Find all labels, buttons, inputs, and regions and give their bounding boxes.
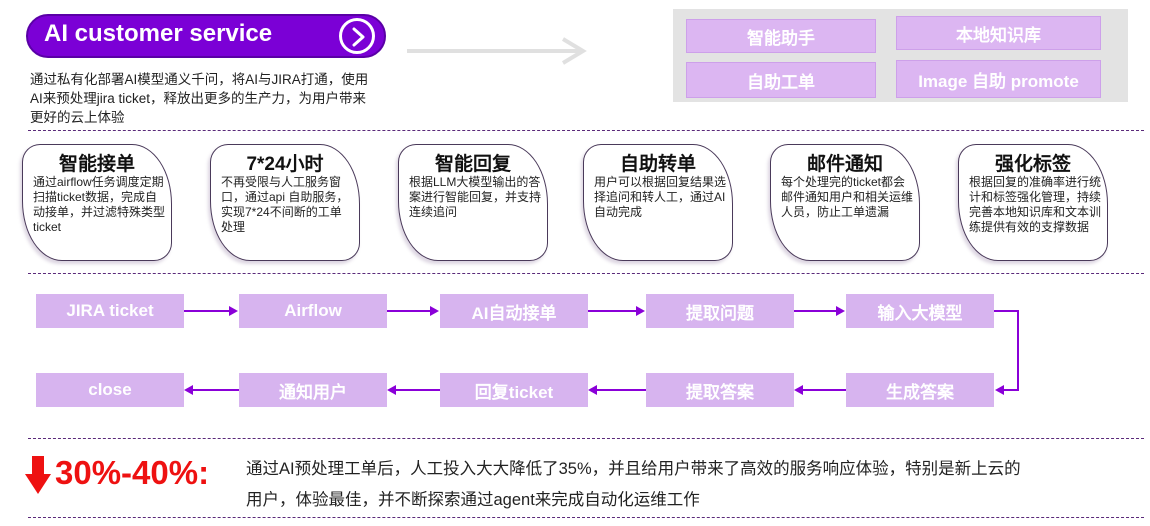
card-email-notify xyxy=(770,144,920,261)
divider xyxy=(28,273,1144,274)
divider xyxy=(28,517,1144,518)
feature-self-ticket-button[interactable]: 自助工单 xyxy=(686,62,876,98)
card-self-transfer xyxy=(583,144,733,261)
chevron-right-icon[interactable] xyxy=(339,18,375,54)
card-24-7 xyxy=(210,144,360,261)
card-desc: 根据回复的准确率进行统计和标签强化管理，持续完善本地知识库和文本训练提供有效的支… xyxy=(969,175,1102,234)
flow-step-extract-question: 提取问题 xyxy=(646,294,794,328)
card-title: 邮件通知 xyxy=(806,154,883,175)
page-title: AI customer service xyxy=(44,20,273,47)
arrow-down-icon xyxy=(25,456,51,494)
card-title: 智能接单 xyxy=(58,154,135,175)
reduction-stat: 30%-40%: xyxy=(55,454,210,491)
card-title: 7*24小时 xyxy=(246,154,324,175)
card-title: 自助转单 xyxy=(619,154,696,175)
card-desc: 每个处理完的ticket都会邮件通知用户和相关运维人员，防止工单遗漏 xyxy=(781,175,914,219)
flow-step-auto-intake: AI自动接单 xyxy=(440,294,588,328)
feature-knowledge-base-button[interactable]: 本地知识库 xyxy=(896,16,1101,50)
card-desc: 通过airflow任务调度定期扫描ticket数据，完成自动接单，并过滤特殊类型… xyxy=(33,175,166,234)
flow-step-notify-user: 通知用户 xyxy=(239,373,387,407)
card-desc: 不再受限与人工服务窗口，通过api 自助服务，实现7*24不间断的工单处理 xyxy=(221,175,349,234)
feature-assistant-button[interactable]: 智能助手 xyxy=(686,19,876,53)
flow-step-reply-ticket: 回复ticket xyxy=(440,373,588,407)
card-smart-reply xyxy=(398,144,548,261)
flow-step-generate-answer: 生成答案 xyxy=(846,373,994,407)
card-desc: 根据LLM大模型输出的答案进行智能回复，并支持连续追问 xyxy=(409,175,542,219)
flow-step-jira-ticket: JIRA ticket xyxy=(36,294,184,328)
card-title: 强化标签 xyxy=(994,154,1071,175)
flow-step-input-llm: 输入大模型 xyxy=(846,294,994,328)
intro-text: 通过私有化部署AI模型通义千问，将AI与JIRA打通，使用AI来预处理jira … xyxy=(30,72,369,125)
divider xyxy=(28,438,1144,439)
result-summary: 通过AI预处理工单后，人工投入大大降低了35%，并且给用户带来了高效的服务响应体… xyxy=(246,460,1021,509)
title-banner xyxy=(26,14,386,58)
card-desc: 用户可以根据回复结果选择追问和转人工，通过AI自动完成 xyxy=(594,175,727,219)
card-title: 智能回复 xyxy=(434,154,511,175)
feature-image-promote-button[interactable]: Image 自助 promote xyxy=(896,60,1101,98)
flow-step-extract-answer: 提取答案 xyxy=(646,373,794,407)
flow-step-airflow: Airflow xyxy=(239,294,387,328)
arrow-right-icon xyxy=(407,37,587,65)
card-smart-intake xyxy=(22,144,172,261)
card-label-enhance xyxy=(958,144,1108,261)
divider xyxy=(28,130,1144,131)
flow-step-close: close xyxy=(36,373,184,407)
